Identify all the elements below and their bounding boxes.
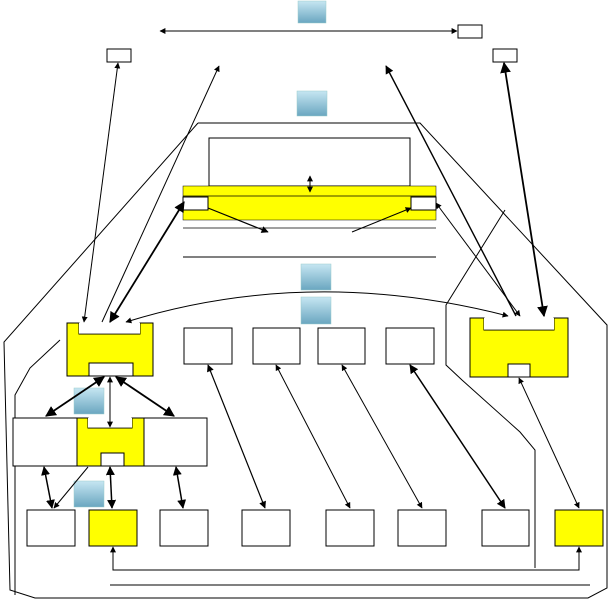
badge-upper (296, 90, 328, 117)
badge-middle-2 (300, 296, 332, 325)
central-platform (182, 137, 437, 258)
connectors (41, 28, 582, 571)
middle-row (183, 327, 435, 365)
sub-box-right (143, 417, 208, 467)
badge-middle-1 (300, 263, 332, 291)
small-box-left (106, 48, 132, 63)
mid-box-3 (317, 327, 366, 365)
right-module (469, 317, 569, 378)
platform-tab-left (182, 196, 209, 211)
sub-box-left (12, 417, 78, 467)
sub-yellow-tab (100, 452, 125, 467)
bottom-box-5 (325, 509, 375, 547)
mid-box-4 (385, 327, 435, 365)
badge-top (297, 0, 327, 24)
bottom-box-1 (26, 509, 76, 547)
bottom-box-3 (159, 509, 209, 547)
small-box-top-right (457, 24, 483, 39)
bottom-box-4 (241, 509, 291, 547)
bottom-box-8 (554, 509, 604, 547)
left-module-tab (88, 362, 134, 377)
left-module (66, 322, 154, 377)
bottom-box-6 (397, 509, 447, 547)
small-box-right (492, 48, 518, 63)
right-module-tab (507, 363, 531, 378)
bottom-row (26, 509, 604, 547)
bottom-box-7 (481, 509, 530, 547)
mid-box-2 (252, 327, 301, 365)
badge-left-2 (73, 480, 105, 508)
platform-tab-right (410, 196, 437, 211)
badge-left-1 (73, 387, 105, 415)
bottom-box-2 (88, 509, 138, 547)
mid-box-1 (183, 327, 233, 365)
top-boxes (106, 24, 518, 63)
